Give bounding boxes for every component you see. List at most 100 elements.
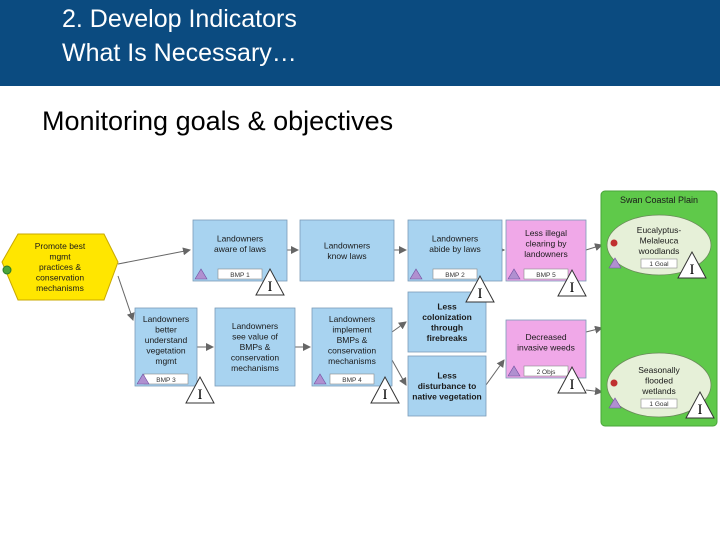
arrow bbox=[391, 359, 407, 386]
target-marker bbox=[610, 239, 618, 247]
arrow bbox=[485, 359, 505, 386]
indicator-label: I bbox=[570, 377, 575, 393]
factor-label-firebreaks: through bbox=[431, 322, 463, 332]
objective-triangle bbox=[194, 268, 208, 280]
tag-box-clearing bbox=[523, 268, 569, 280]
factor-box-understand bbox=[134, 307, 198, 387]
tag-box-abide bbox=[432, 268, 478, 280]
tag-box-weeds bbox=[523, 365, 569, 377]
factor-label-implement: conservation bbox=[328, 346, 376, 356]
factor-label-aware: aware of laws bbox=[214, 244, 266, 254]
factor-label-clearing: landowners bbox=[524, 249, 567, 259]
objective-triangle bbox=[507, 268, 521, 280]
indicator-triangle bbox=[557, 268, 587, 297]
target-label-wetlands: flooded bbox=[645, 376, 673, 386]
factor-label-seevalue: Landowners bbox=[232, 321, 278, 331]
factor-label-abide: abide by laws bbox=[429, 244, 481, 254]
strategy-label: Promote best bbox=[35, 241, 86, 251]
arrow bbox=[391, 321, 407, 333]
goal-triangle bbox=[608, 257, 622, 269]
tag-box-aware bbox=[217, 268, 263, 280]
slide-title-line-2: What Is Necessary… bbox=[62, 39, 297, 67]
target-woodlands bbox=[606, 214, 712, 276]
factor-label-weeds: invasive weeds bbox=[517, 342, 575, 352]
slide-title-line-1: 2. Develop Indicators bbox=[62, 5, 297, 33]
factor-label-understand: understand bbox=[145, 335, 188, 345]
indicator-label: I bbox=[698, 402, 703, 418]
tag-label-understand: BMP 3 bbox=[156, 377, 176, 384]
tag-label-aware: BMP 1 bbox=[230, 272, 250, 279]
indicator-label: I bbox=[268, 279, 273, 295]
indicator-label: I bbox=[198, 387, 203, 403]
factor-label-firebreaks: colonization bbox=[422, 312, 472, 322]
factor-label-abide: Landowners bbox=[432, 233, 478, 243]
tag-label-clearing: BMP 5 bbox=[536, 272, 556, 279]
factor-label-seevalue: mechanisms bbox=[231, 363, 279, 373]
factor-label-understand: mgmt bbox=[155, 356, 177, 366]
factor-label-implement: mechanisms bbox=[328, 356, 376, 366]
strategy-label: practices & bbox=[39, 262, 81, 272]
title-bar: 2. Develop Indicators What Is Necessary… bbox=[0, 0, 720, 86]
objective-triangle bbox=[409, 268, 423, 280]
tag-label-weeds: 2 Objs bbox=[537, 369, 557, 376]
arrow bbox=[117, 247, 191, 265]
target-label-woodlands: Eucalyptus- bbox=[637, 225, 682, 235]
tag-box-implement bbox=[329, 373, 375, 385]
objective-triangle bbox=[136, 373, 150, 385]
factor-label-weeds: Decreased bbox=[525, 332, 566, 342]
strategy-label: conservation bbox=[36, 273, 84, 283]
indicator-triangle bbox=[370, 375, 400, 404]
factor-label-know: Landowners bbox=[324, 240, 370, 250]
factor-box-disturb bbox=[407, 355, 487, 417]
factor-label-clearing: Less illegal bbox=[525, 228, 567, 238]
factor-label-understand: Landowners bbox=[143, 314, 189, 324]
goal-triangle bbox=[608, 397, 622, 409]
indicator-triangle bbox=[557, 365, 587, 394]
strategy-marker bbox=[2, 265, 12, 275]
factor-box-seevalue bbox=[214, 307, 296, 387]
factor-label-firebreaks: firebreaks bbox=[427, 333, 468, 343]
factor-box-know bbox=[299, 219, 395, 282]
factor-label-implement: implement bbox=[332, 325, 372, 335]
target-label-wetlands: wetlands bbox=[641, 386, 676, 396]
arrow bbox=[117, 275, 135, 321]
factor-label-understand: vegetation bbox=[146, 346, 185, 356]
objective-triangle bbox=[507, 365, 521, 377]
goal-tag-label-wetlands: 1 Goal bbox=[649, 401, 669, 408]
target-label-woodlands: woodlands bbox=[638, 246, 680, 256]
slide-subtitle: Monitoring goals & objectives bbox=[42, 106, 394, 136]
factor-label-seevalue: BMPs & bbox=[240, 342, 271, 352]
target-wetlands bbox=[606, 352, 712, 418]
indicator-label: I bbox=[690, 262, 695, 278]
arrow bbox=[585, 387, 603, 396]
factor-label-disturb: disturbance to bbox=[418, 381, 477, 391]
factor-label-understand: better bbox=[155, 325, 177, 335]
goal-tag-label-woodlands: 1 Goal bbox=[649, 261, 669, 268]
strategy-label: mgmt bbox=[49, 252, 71, 262]
target-marker bbox=[610, 379, 618, 387]
factor-label-clearing: clearing by bbox=[525, 239, 567, 249]
indicator-triangle bbox=[685, 390, 715, 419]
strategy-hexagon bbox=[1, 233, 119, 301]
tag-label-abide: BMP 2 bbox=[445, 272, 465, 279]
indicator-triangle bbox=[255, 267, 285, 296]
indicator-triangle bbox=[185, 375, 215, 404]
goal-tag-wetlands bbox=[640, 398, 678, 409]
arrow bbox=[585, 325, 603, 334]
factor-label-seevalue: see value of bbox=[232, 332, 278, 342]
target-label-wetlands: Seasonally bbox=[638, 365, 680, 375]
factor-label-disturb: Less bbox=[437, 371, 457, 381]
factor-label-implement: BMPs & bbox=[337, 335, 368, 345]
indicator-label: I bbox=[570, 280, 575, 296]
factor-label-implement: Landowners bbox=[329, 314, 375, 324]
arrow bbox=[585, 243, 603, 251]
objective-triangle bbox=[313, 373, 327, 385]
indicator-triangle bbox=[465, 274, 495, 303]
factor-label-firebreaks: Less bbox=[437, 301, 457, 311]
indicator-triangle bbox=[677, 250, 707, 279]
factor-label-seevalue: conservation bbox=[231, 353, 279, 363]
factor-label-aware: Landowners bbox=[217, 233, 263, 243]
